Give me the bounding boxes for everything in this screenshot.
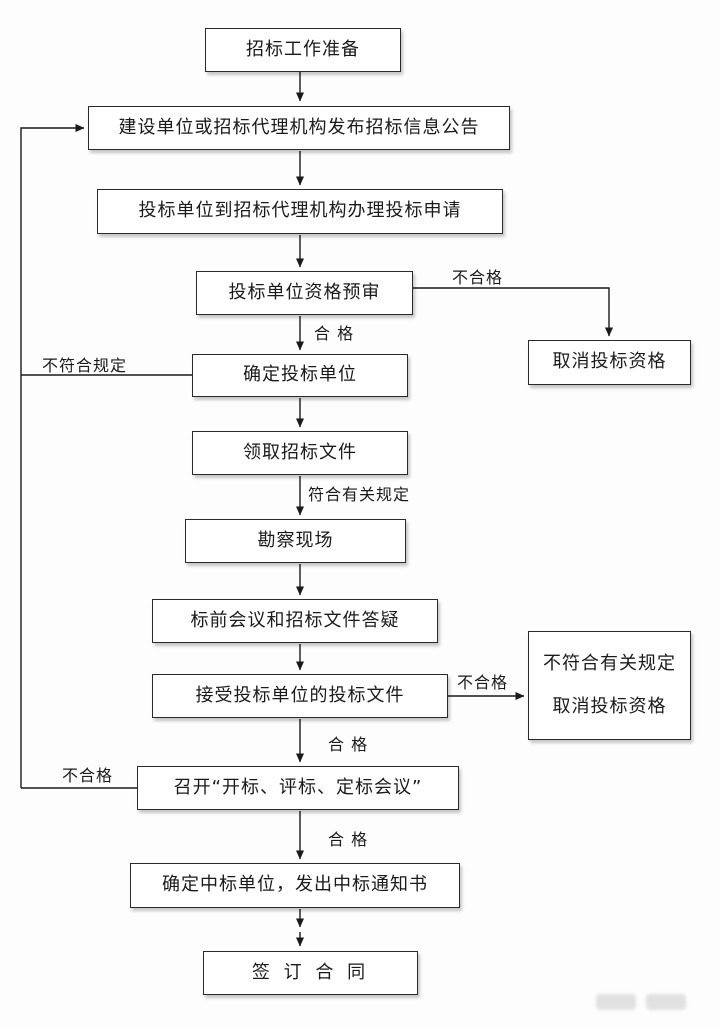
node-noncompliant-cancel-line2: 取消投标资格: [552, 695, 667, 717]
node-announce: 建设单位或招标代理机构发布招标信息公告: [88, 106, 510, 150]
node-prebid-meeting: 标前会议和招标文件答疑: [152, 599, 438, 643]
node-receive-documents: 领取招标文件: [192, 431, 408, 475]
watermark-mark: [646, 994, 686, 1010]
edge-label-compliant-rule: 符合有关规定: [308, 485, 411, 504]
node-bid-opening-meeting: 召开“开标、评标、定标会议”: [137, 766, 459, 810]
node-prepare: 招标工作准备: [205, 28, 401, 72]
node-cancel-qualification: 取消投标资格: [528, 340, 691, 385]
node-apply: 投标单位到招标代理机构办理投标申请: [97, 189, 503, 234]
node-accept-bid-documents: 接受投标单位的投标文件: [152, 674, 448, 718]
node-site-survey: 勘察现场: [185, 519, 406, 563]
watermark: [596, 994, 686, 1010]
node-determine-bidders: 确定投标单位: [192, 354, 408, 397]
edge-label-unqualified-1: 不合格: [452, 268, 504, 287]
edge-label-unqualified-3: 不合格: [62, 766, 114, 785]
edge-label-qualified-1: 合 格: [314, 324, 355, 343]
node-sign-contract: 签 订 合 同: [203, 951, 418, 995]
node-prequalify: 投标单位资格预审: [196, 271, 413, 315]
edge-label-unqualified-2: 不合格: [457, 673, 509, 692]
edge-label-qualified-2: 合 格: [328, 735, 369, 754]
node-noncompliant-cancel: 不符合有关规定 取消投标资格: [528, 631, 691, 740]
edge-label-qualified-3: 合 格: [328, 830, 369, 849]
node-award-notice: 确定中标单位，发出中标通知书: [130, 863, 460, 908]
watermark-mark: [596, 994, 636, 1010]
edge-label-noncompliant-rule: 不符合规定: [42, 356, 128, 375]
node-noncompliant-cancel-line1: 不符合有关规定: [543, 653, 676, 674]
